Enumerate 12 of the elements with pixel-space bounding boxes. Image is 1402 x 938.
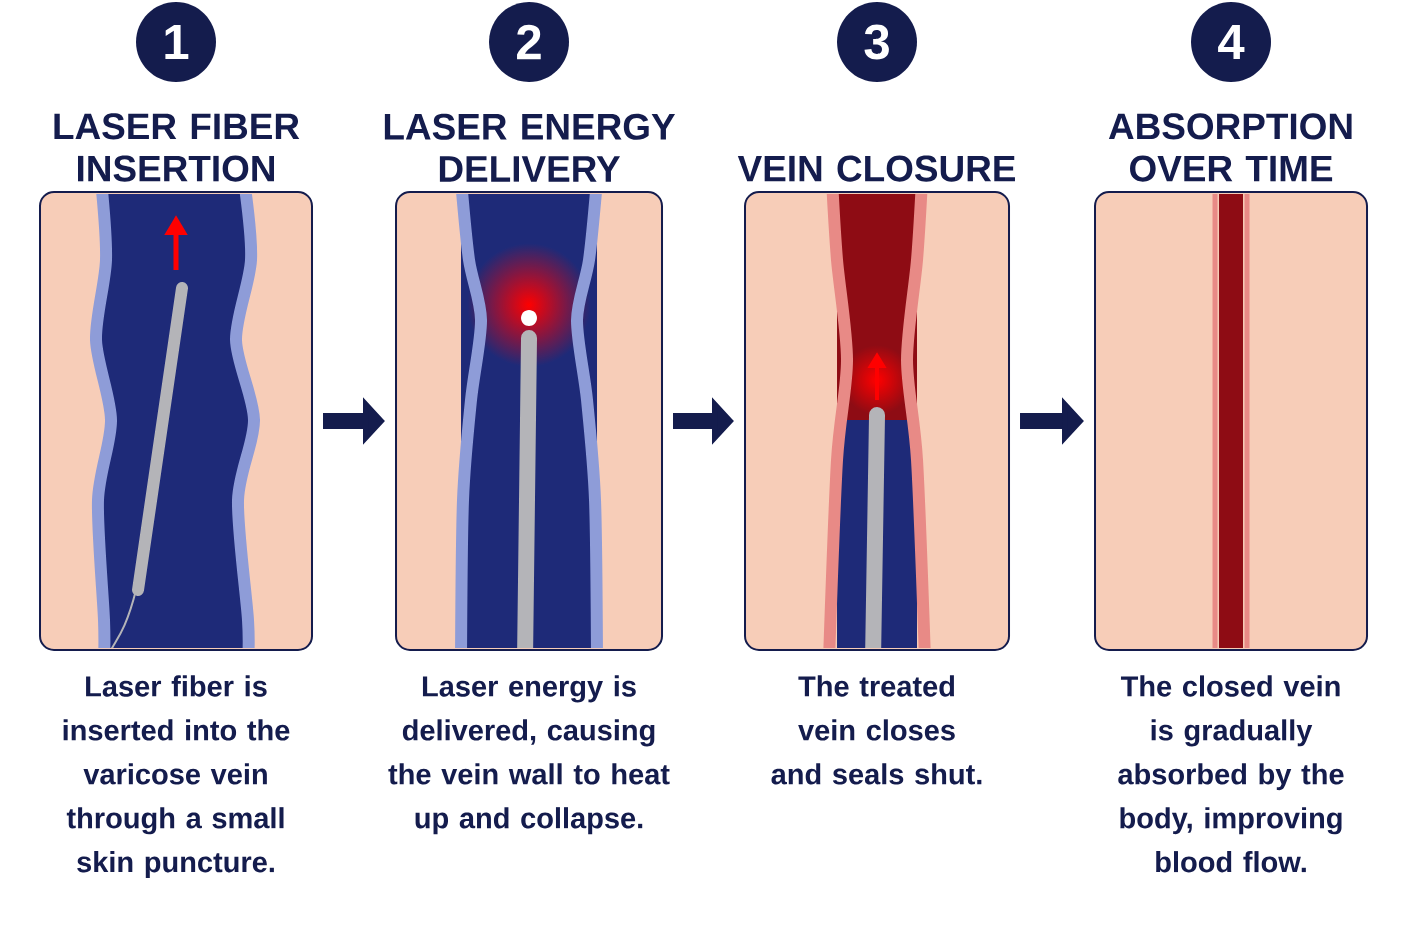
step-number: 2 [489,2,569,82]
step-heading: VEIN CLOSURE [737,155,1015,182]
step-number: 4 [1191,2,1271,82]
step-number: 3 [837,2,917,82]
step-number: 1 [136,2,216,82]
step-heading: LASER ENERGY DELIVERY [384,113,675,182]
step-description: The treated vein closes and seals shut. [771,675,982,785]
step-description: Laser fiber is inserted into the varicose vein through a small skin puncture. [63,675,290,879]
step-heading: ABSORPTION OVER TIME [1108,113,1352,182]
step-description: Laser energy is delivered, causing the vein wall to heat up and collapse. [388,675,670,835]
step-description: The closed vein is gradually absorbed by the body, improving blood flow. [1118,675,1344,873]
step-heading: LASER FIBER INSERTION [54,113,300,182]
